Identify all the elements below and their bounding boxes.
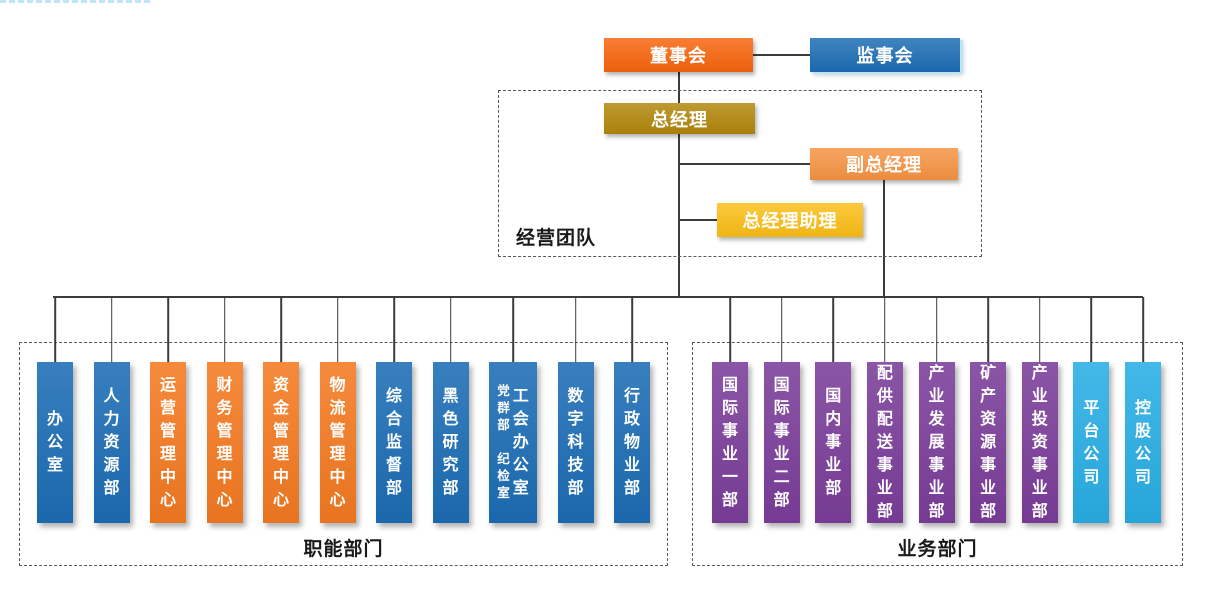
connector-line (832, 297, 835, 362)
connector-line (512, 297, 514, 362)
dept-bar-7: 黑色研究部 (432, 297, 469, 523)
connector-main-horizontal (53, 296, 1143, 298)
connector-line (167, 297, 169, 362)
connector-line (1142, 297, 1144, 362)
connector-line (631, 297, 633, 362)
dept-bar-label: 党群部纪检室工会办公室 (489, 362, 537, 523)
connector-board-gm (678, 72, 680, 103)
connector-line (336, 297, 339, 362)
connector-line (780, 297, 783, 362)
dept-bar-0: 办公室 (37, 297, 73, 523)
dept-bar-6: 综合监督部 (376, 297, 412, 523)
dept-bar-4: 产业发展事业部 (918, 297, 955, 523)
dept-bar-label: 矿产资源事业部 (970, 362, 1007, 523)
dept-bar-5: 矿产资源事业部 (970, 297, 1007, 523)
dept-bar-label: 数字科技部 (557, 362, 594, 523)
functional-departments-bars: 办公室人力资源部运营管理中心财务管理中心资金管理中心物流管理中心综合监督部黑色研… (37, 297, 650, 523)
connector-line (223, 297, 226, 362)
connector-board-supervisory (753, 54, 810, 56)
connector-line (1038, 297, 1041, 362)
connector-line (449, 297, 452, 362)
dept-bar-label: 人力资源部 (93, 362, 130, 523)
connector-line (393, 297, 395, 362)
deputy-general-manager-node: 副总经理 (810, 148, 958, 180)
connector-deputy-drop (883, 180, 885, 297)
connector-line (935, 297, 938, 362)
connector-line (884, 297, 886, 362)
board-of-directors-node: 董事会 (604, 38, 753, 72)
dept-bar-label: 物流管理中心 (319, 362, 356, 523)
dept-bar-label: 产业投资事业部 (1021, 362, 1058, 523)
dept-bar-label: 国际事业二部 (763, 362, 800, 523)
dept-bar-1: 国际事业二部 (763, 297, 800, 523)
connector-line (54, 297, 56, 362)
dept-bar-label: 黑色研究部 (432, 362, 469, 523)
dept-bar-label: 行政物业部 (614, 362, 650, 523)
dept-bar-label: 控股公司 (1125, 362, 1161, 523)
connector-gm-deputy (679, 163, 810, 165)
dept-bar-4: 资金管理中心 (263, 297, 299, 523)
dept-bar-3: 财务管理中心 (206, 297, 243, 523)
connector-line (1090, 297, 1093, 362)
connector-line (280, 297, 282, 362)
dept-bar-5: 物流管理中心 (319, 297, 356, 523)
dept-bar-label: 国内事业部 (815, 362, 852, 523)
dept-bar-2: 国内事业部 (815, 297, 852, 523)
dept-bar-label: 财务管理中心 (206, 362, 243, 523)
dept-bar-label: 平台公司 (1073, 362, 1110, 523)
general-manager-node: 总经理 (604, 103, 755, 134)
management-team-label: 经营团队 (516, 228, 597, 249)
connector-line (110, 297, 113, 362)
business-departments-bars: 国际事业一部国际事业二部国内事业部配供配送事业部产业发展事业部矿产资源事业部产业… (712, 297, 1161, 523)
dept-bar-label: 办公室 (37, 362, 73, 523)
dept-bar-0: 国际事业一部 (712, 297, 748, 523)
dept-bar-label: 配供配送事业部 (866, 362, 903, 523)
dept-bar-2: 运营管理中心 (150, 297, 186, 523)
connector-gm-assistant (679, 219, 717, 221)
dept-bar-1: 人力资源部 (93, 297, 130, 523)
connector-line (574, 297, 577, 362)
gm-assistant-node: 总经理助理 (717, 203, 863, 237)
dept-bar-label: 国际事业一部 (712, 362, 748, 523)
decorative-dashed-line (0, 0, 150, 3)
dept-bar-3: 配供配送事业部 (866, 297, 903, 523)
business-departments-label: 业务部门 (897, 539, 978, 560)
dept-bar-10: 行政物业部 (614, 297, 650, 523)
management-team-box (498, 90, 982, 257)
functional-departments-box (19, 342, 668, 566)
business-departments-box (692, 342, 1183, 566)
functional-departments-label: 职能部门 (303, 539, 384, 560)
dept-bar-8: 党群部纪检室工会办公室 (489, 297, 537, 523)
dept-bar-label: 综合监督部 (376, 362, 412, 523)
connector-line (729, 297, 731, 362)
dept-bar-label: 产业发展事业部 (918, 362, 955, 523)
connector-line (987, 297, 989, 362)
dept-bar-label: 运营管理中心 (150, 362, 186, 523)
dept-bar-6: 产业投资事业部 (1021, 297, 1058, 523)
dept-bar-label: 资金管理中心 (263, 362, 299, 523)
dept-bar-9: 数字科技部 (557, 297, 594, 523)
connector-gm-mainline (678, 134, 680, 297)
supervisory-board-node: 监事会 (810, 38, 960, 72)
dept-bar-8: 控股公司 (1125, 297, 1161, 523)
dept-bar-7: 平台公司 (1073, 297, 1110, 523)
